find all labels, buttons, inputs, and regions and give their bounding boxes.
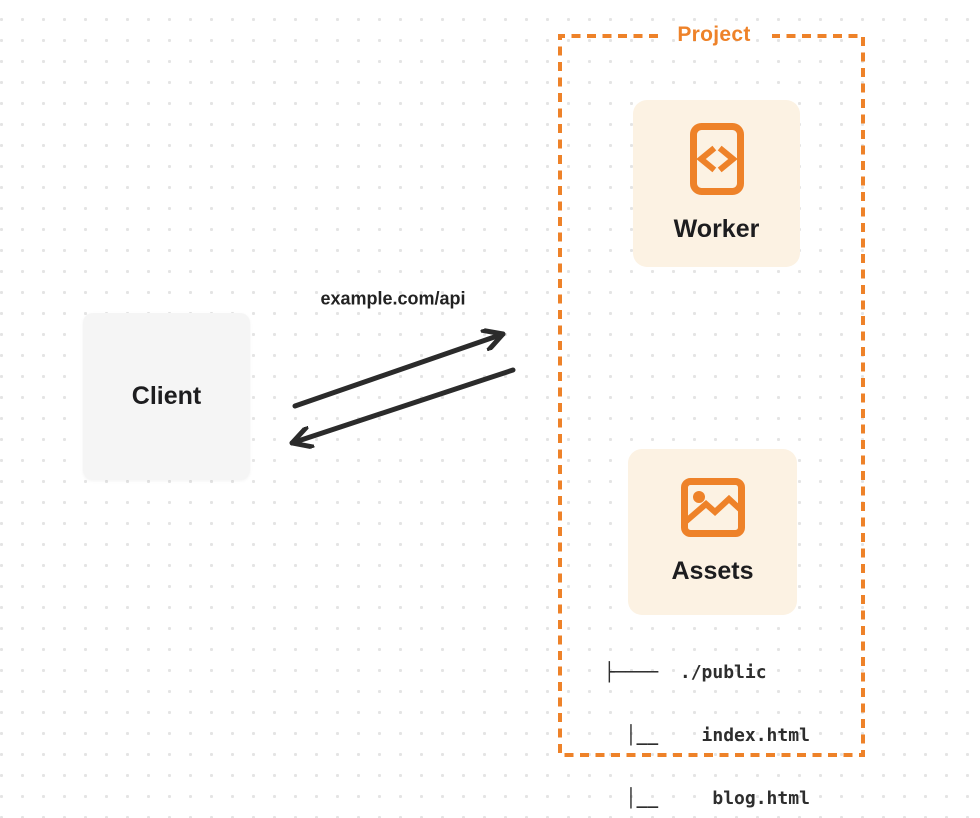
request-arrow <box>292 334 506 409</box>
file-tree-item-blog: │__ blog.html <box>604 788 810 809</box>
image-icon <box>680 478 745 537</box>
assets-label: Assets <box>671 557 754 585</box>
client-node: Client <box>83 313 250 480</box>
project-label: Project <box>677 23 751 46</box>
assets-node: Assets <box>628 449 797 615</box>
code-icon <box>689 123 744 195</box>
response-arrow <box>289 367 516 443</box>
file-tree-item-index: │__ index.html <box>604 725 810 746</box>
project-dashed-border <box>558 34 865 757</box>
client-label: Client <box>131 382 202 410</box>
file-tree-root: ├──── ./public <box>604 662 767 683</box>
request-url-label: example.com/api <box>320 288 466 309</box>
worker-label: Worker <box>673 215 760 243</box>
file-tree: ├──── ./public │__ index.html │__ blog.h… <box>604 620 810 818</box>
worker-node: Worker <box>633 100 800 267</box>
